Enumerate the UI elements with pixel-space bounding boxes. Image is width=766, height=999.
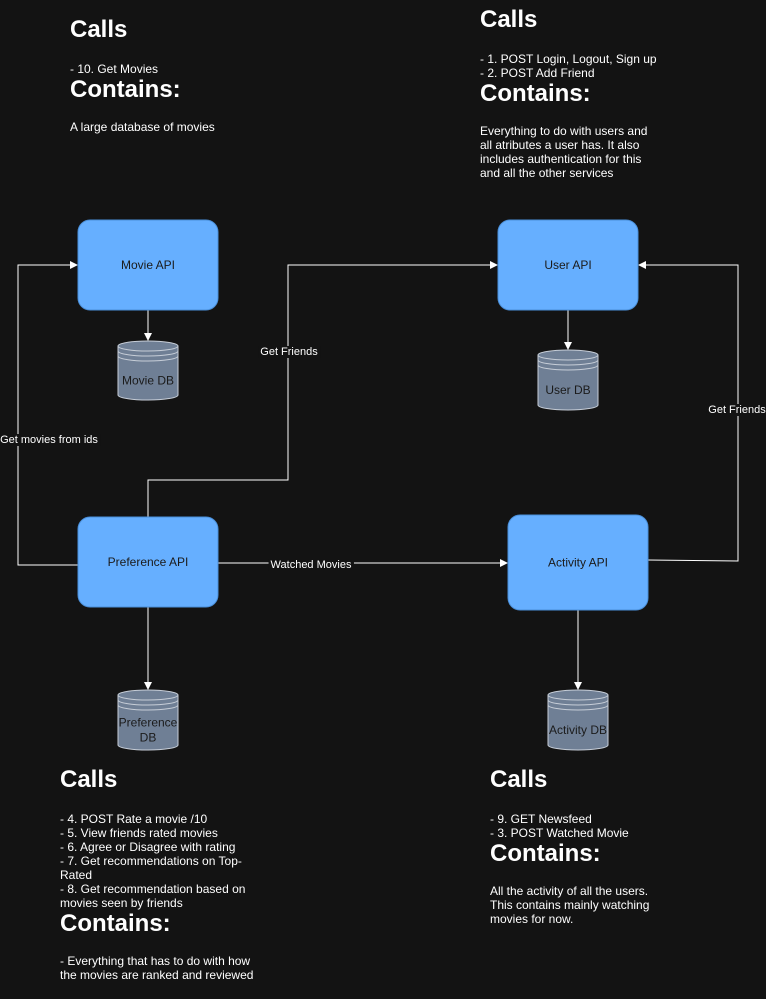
calls-heading: Calls [480,6,538,33]
calls-list: - 10. Get Movies [70,62,270,76]
edge-label-bg [706,404,766,416]
edge-label-bg [268,559,354,571]
calls-heading: Calls [490,766,548,793]
edge-get-movies-from-ids [17,261,78,566]
calls-list: - 9. GET Newsfeed- 3. POST Watched Movie [490,812,690,840]
contains-heading: Contains: [490,840,601,867]
contains-text: All the activity of all the users. This … [490,884,650,926]
edge-label: Get Friends [260,346,318,358]
contains-text: A large database of movies [70,120,215,134]
contains-text: - Everything that has to do with how the… [60,954,254,982]
call-item: - 1. POST Login, Logout, Sign up [480,52,657,66]
call-item: - 2. POST Add Friend [480,66,595,80]
calls-heading: Calls [70,16,128,43]
call-item: - 7. Get recommendations on Top-Rated [60,854,242,882]
call-item: - 3. POST Watched Movie [490,826,629,840]
database-activity-db-icon[interactable]: Activity DB [547,689,609,751]
contains-heading: Contains: [60,910,171,937]
call-item: - 10. Get Movies [70,62,159,76]
movie-api-info: Calls - 10. Get Movies Contains: A large… [70,16,270,134]
activity-api-info: Calls - 9. GET Newsfeed- 3. POST Watched… [490,766,690,926]
database-label: Preference [119,716,178,730]
contains-heading: Contains: [70,76,181,103]
edge-get-friends-pref-user [147,261,498,517]
edge-label-bg [258,346,321,358]
call-item: - 9. GET Newsfeed [490,812,592,826]
edge-label-bg [0,434,101,446]
service-label: Movie API [121,258,175,272]
call-item: - 5. View friends rated movies [60,826,218,840]
activity-api-node[interactable]: Activity API [507,514,649,611]
edge-label: Get Friends [708,404,766,416]
database-label: Movie DB [122,374,174,388]
preference-api-node[interactable]: Preference API [77,516,219,608]
user-api-node[interactable]: User API [497,219,639,311]
preference-api-info: Calls - 4. POST Rate a movie /10- 5. Vie… [60,766,260,982]
call-item: - 6. Agree or Disagree with rating [60,840,236,854]
calls-list: - 1. POST Login, Logout, Sign up- 2. POS… [480,52,670,80]
service-label: Preference API [108,555,189,569]
calls-list: - 4. POST Rate a movie /10- 5. View frie… [60,812,252,910]
contains-text: Everything to do with users and all atri… [480,124,648,180]
database-label: DB [140,731,157,745]
edge-label: Get movies from ids [0,434,98,446]
database-user-db-icon[interactable]: User DB [537,349,599,411]
database-label: User DB [545,383,590,397]
service-label: Activity API [548,556,608,570]
contains-heading: Contains: [480,80,591,107]
movie-api-node[interactable]: Movie API [77,219,219,311]
call-item: - 4. POST Rate a movie /10 [60,812,208,826]
call-item: - 8. Get recommendation based on movies … [60,882,246,910]
user-api-info: Calls - 1. POST Login, Logout, Sign up- … [480,6,670,180]
edge-label: Watched Movies [271,559,352,571]
calls-heading: Calls [60,766,118,793]
database-label: Activity DB [549,723,607,737]
database-movie-db-icon[interactable]: Movie DB [117,340,179,401]
service-label: User API [544,258,591,272]
